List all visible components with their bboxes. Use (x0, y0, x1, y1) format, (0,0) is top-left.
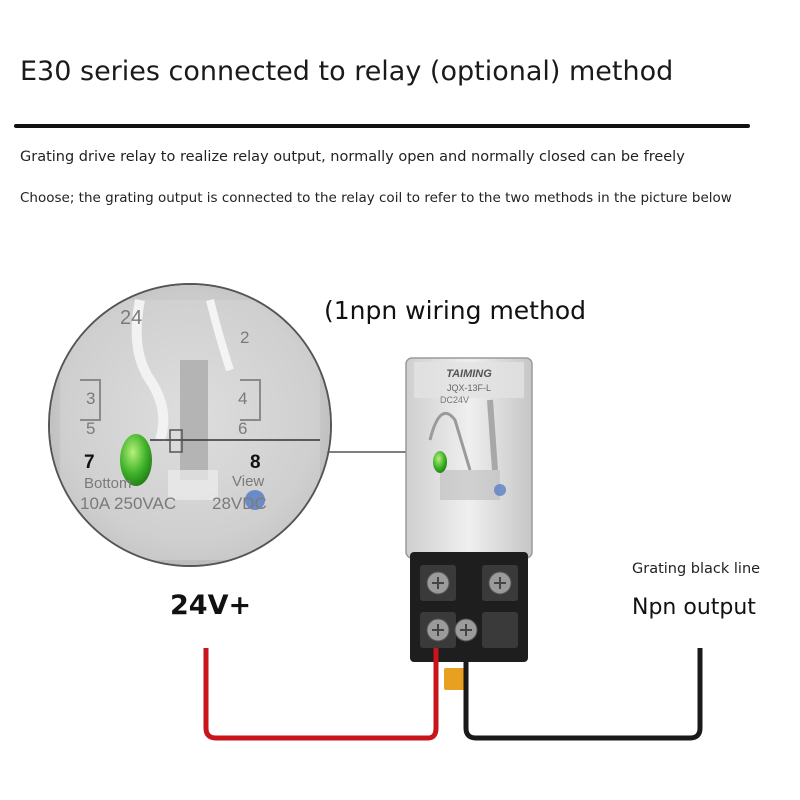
page-title: E30 series connected to relay (optional)… (20, 56, 674, 87)
title-divider (14, 124, 750, 128)
wire-ferrule (444, 668, 466, 690)
zoom-view: 24 2 3 4 5 6 7 8 Bottom View 10A 250VAC … (48, 283, 332, 567)
zoom-view-label: View (232, 473, 264, 490)
zoom-rating-ac: 10A 250VAC (80, 494, 176, 513)
relay-voltage: DC24V (440, 395, 469, 405)
wiring-method-subtitle: (1npn wiring method (324, 296, 586, 325)
description-line-1: Grating drive relay to realize relay out… (20, 149, 685, 165)
zoom-pin-3: 3 (86, 389, 95, 408)
relay-model: JQX-13F-L (447, 383, 491, 393)
negative-wire (463, 648, 703, 741)
zoom-led (120, 434, 152, 486)
relay-led (433, 451, 447, 473)
positive-wire (203, 648, 439, 741)
zoom-rating-dc: 28VDC (212, 494, 267, 513)
zoom-pin-2: 2 (240, 328, 249, 347)
zoom-pin-5: 5 (86, 419, 95, 438)
description-line-2: Choose; the grating output is connected … (20, 190, 732, 206)
zoom-pin-4: 4 (238, 389, 247, 408)
zoom-pin-6: 6 (238, 419, 247, 438)
zoom-top-number: 24 (120, 307, 142, 329)
zoom-pin-8: 8 (250, 452, 261, 473)
black-line-label: Grating black line (632, 561, 761, 577)
zoom-pin-7: 7 (84, 452, 95, 473)
positive-voltage-label: 24V+ (170, 590, 252, 621)
relay-brand: TAIMING (446, 368, 492, 380)
relay: TAIMING JQX-13F-L DC24V (405, 357, 533, 690)
npn-output-label: Npn output (632, 595, 756, 620)
zoom-bottom-label: Bottom (84, 475, 132, 492)
